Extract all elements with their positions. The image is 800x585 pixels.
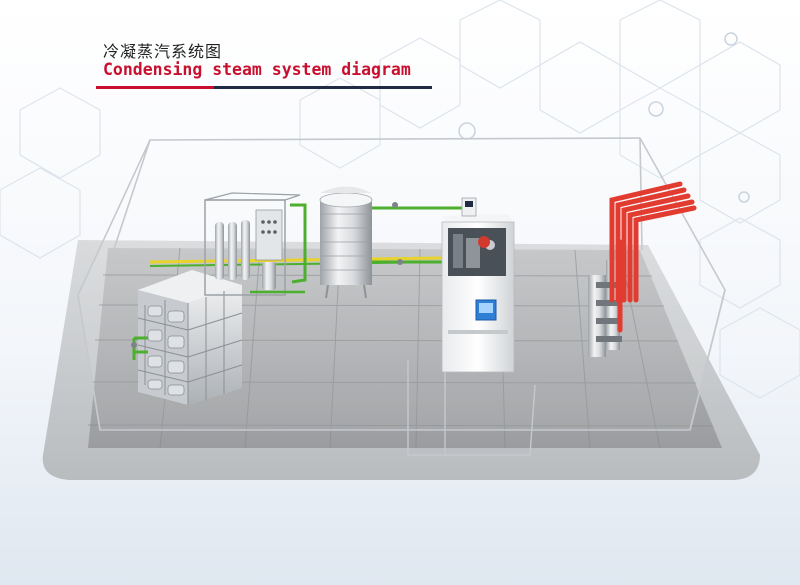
page-title-chinese: 冷凝蒸汽系统图 [103,42,223,61]
water-treatment-unit [204,192,307,296]
steam-distribution-header [588,181,697,357]
front-glass-door [407,360,536,456]
hexagon-background-pattern [0,0,800,399]
softened-water-tank [319,186,472,299]
title-underline-dark [214,86,432,89]
title-underline-red [96,86,214,89]
yellow-signal-line [149,256,443,264]
water-storage-tank [131,270,243,405]
condensing-steam-boiler [441,197,620,373]
page-title-english: Condensing steam system diagram [103,60,411,80]
